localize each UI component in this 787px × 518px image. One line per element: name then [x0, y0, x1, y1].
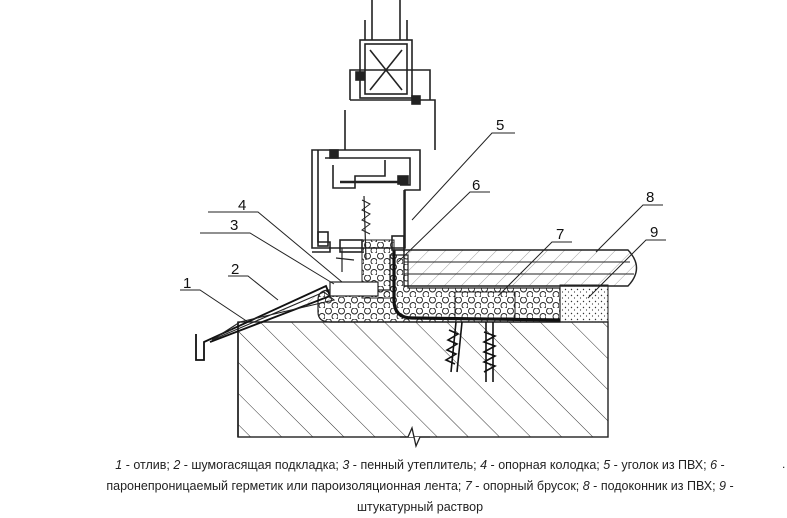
anchor-bolts: [444, 321, 497, 382]
callout-6: 6: [472, 177, 480, 194]
leader-5: [411, 132, 515, 221]
plaster-layer: [559, 284, 609, 323]
callout-2: 2: [231, 261, 239, 278]
legend-num-3: 3: [342, 458, 350, 472]
legend-num-9: 9: [719, 479, 726, 493]
wall-block: [237, 321, 609, 449]
callout-3: 3: [230, 217, 238, 234]
pvc-window-sill: [403, 249, 638, 287]
window-frame-profile: [311, 0, 436, 272]
callout-7: 7: [556, 226, 564, 243]
legend-num-7: 7: [464, 479, 472, 493]
legend-text-3: пенный утеплитель: [360, 458, 474, 472]
legend-caption: 1 - отлив; 2 - шумогасящая подкладка; 3 …: [106, 458, 734, 514]
callout-4: 4: [238, 197, 246, 214]
legend-num-5: 5: [603, 458, 611, 472]
legend-text-9: штукатурный раствор: [356, 500, 484, 514]
leader-8: [595, 204, 663, 253]
leader-7: [497, 241, 572, 297]
legend-text-5: уголок из ПВХ: [621, 458, 704, 472]
legend-text-6: паронепроницаемый герметик или пароизоля…: [106, 479, 458, 493]
callout-8: 8: [646, 189, 654, 206]
support-block: [329, 281, 379, 297]
legend-text-1: отлив: [133, 458, 167, 472]
leader-9: [587, 239, 666, 299]
legend-text-2: шумогасящая подкладка: [191, 458, 336, 472]
window-sill-section-drawing: 1 2 3 4 5 6 7 8 9: [180, 0, 666, 449]
callout-1: 1: [183, 275, 191, 292]
legend-text-7: опорный брусок: [482, 479, 576, 493]
legend-text-4: опорная колодка: [498, 458, 597, 472]
leader-1: [180, 289, 249, 323]
leader-3: [200, 232, 335, 285]
legend-num-2: 2: [173, 458, 181, 472]
callout-5: 5: [496, 117, 504, 134]
legend-num-8: 8: [582, 479, 590, 493]
vapour-barrier-line: [392, 250, 561, 322]
trailing-dot: .: [782, 457, 786, 471]
legend-num-4: 4: [480, 458, 488, 472]
legend-num-1: 1: [115, 458, 123, 472]
legend-text-8: подоконник из ПВХ: [600, 479, 713, 493]
leader-6: [397, 191, 490, 263]
legend-num-6: 6: [710, 458, 718, 472]
leader-2: [228, 275, 279, 301]
callout-9: 9: [650, 224, 658, 241]
leader-4: [208, 211, 343, 283]
